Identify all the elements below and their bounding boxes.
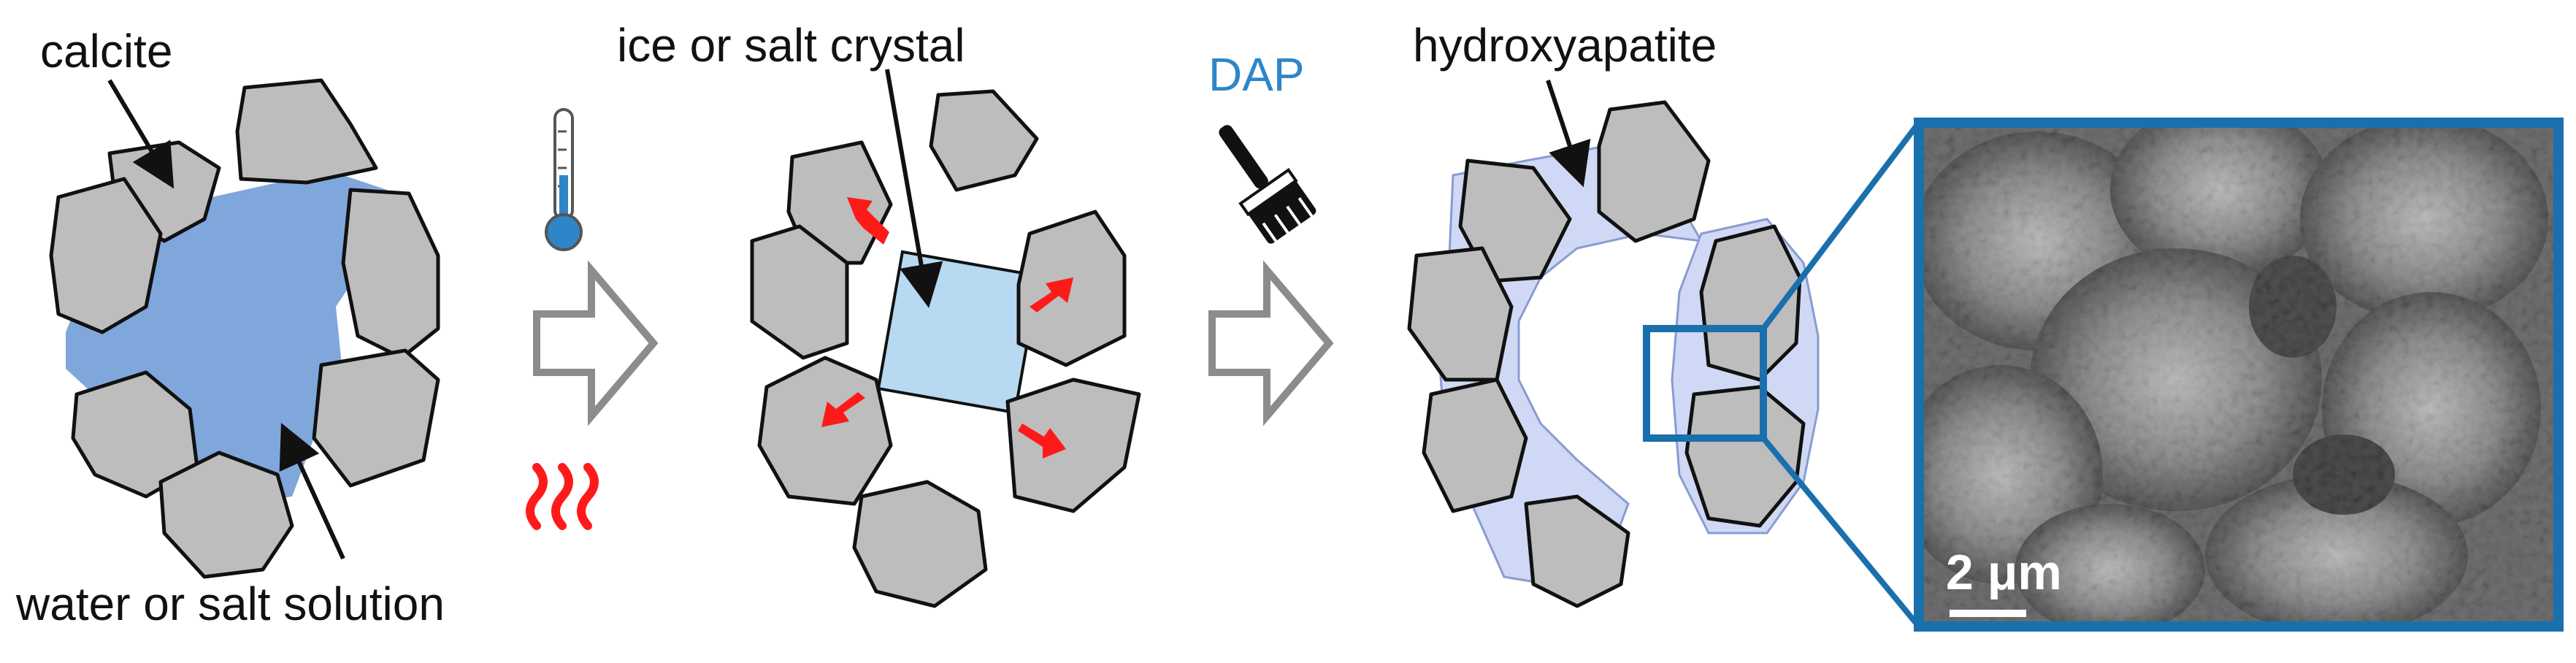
scale-bar-label: 2 μm	[1946, 545, 2062, 600]
crystal-square	[876, 250, 1041, 415]
panel-1-saturated-stone	[49, 78, 440, 579]
calcite-grain	[1422, 378, 1528, 513]
pressure-arrow	[821, 392, 865, 427]
heat-waves-icon	[526, 463, 599, 530]
zoom-box	[1643, 325, 1767, 442]
calcite-grain	[49, 177, 163, 334]
crystal-pointer-arrow	[885, 69, 943, 308]
process-arrow-1	[533, 260, 659, 426]
hydroxyapatite-pointer-arrow	[1546, 80, 1591, 188]
calcite-grain	[235, 78, 378, 185]
calcite-grain	[312, 348, 440, 488]
calcite-grain	[1005, 378, 1141, 513]
label-dap: DAP	[1208, 48, 1305, 101]
process-arrow-2	[1208, 260, 1334, 426]
panel-2-crystallization	[750, 69, 1141, 608]
calcite-grain	[1016, 210, 1127, 367]
calcite-grain	[750, 224, 849, 360]
calcite-grain	[1699, 224, 1802, 382]
zoom-line-bottom	[1760, 436, 1922, 629]
sem-frame	[1914, 118, 2564, 632]
zoom-line-top	[1760, 120, 1922, 331]
label-crystal: ice or salt crystal	[617, 19, 965, 72]
label-water-solution: water or salt solution	[16, 578, 445, 630]
calcite-grain	[929, 89, 1039, 192]
pressure-arrows	[821, 197, 1073, 459]
calcite-grain	[1458, 158, 1572, 283]
pressure-arrow	[1030, 277, 1073, 313]
calcite-grain	[1597, 100, 1711, 243]
pressure-arrow	[1018, 424, 1066, 459]
calcite-grain	[341, 188, 440, 360]
calcite-grain	[852, 480, 988, 608]
panel-3-consolidated	[1407, 80, 1922, 629]
thermometer-icon	[545, 108, 583, 251]
calcite-pointer-arrow	[107, 79, 175, 189]
label-hydroxyapatite: hydroxyapatite	[1413, 19, 1717, 72]
sem-micrograph	[1914, 118, 2564, 632]
calcite-grain	[1524, 494, 1630, 608]
calcite-grain	[757, 356, 893, 506]
pressure-arrow	[847, 197, 889, 245]
solution-pointer-arrow	[279, 423, 345, 560]
label-calcite: calcite	[40, 25, 173, 77]
paint-brush-icon	[1219, 125, 1316, 244]
calcite-grain	[786, 140, 893, 265]
calcite-grain	[158, 451, 294, 579]
